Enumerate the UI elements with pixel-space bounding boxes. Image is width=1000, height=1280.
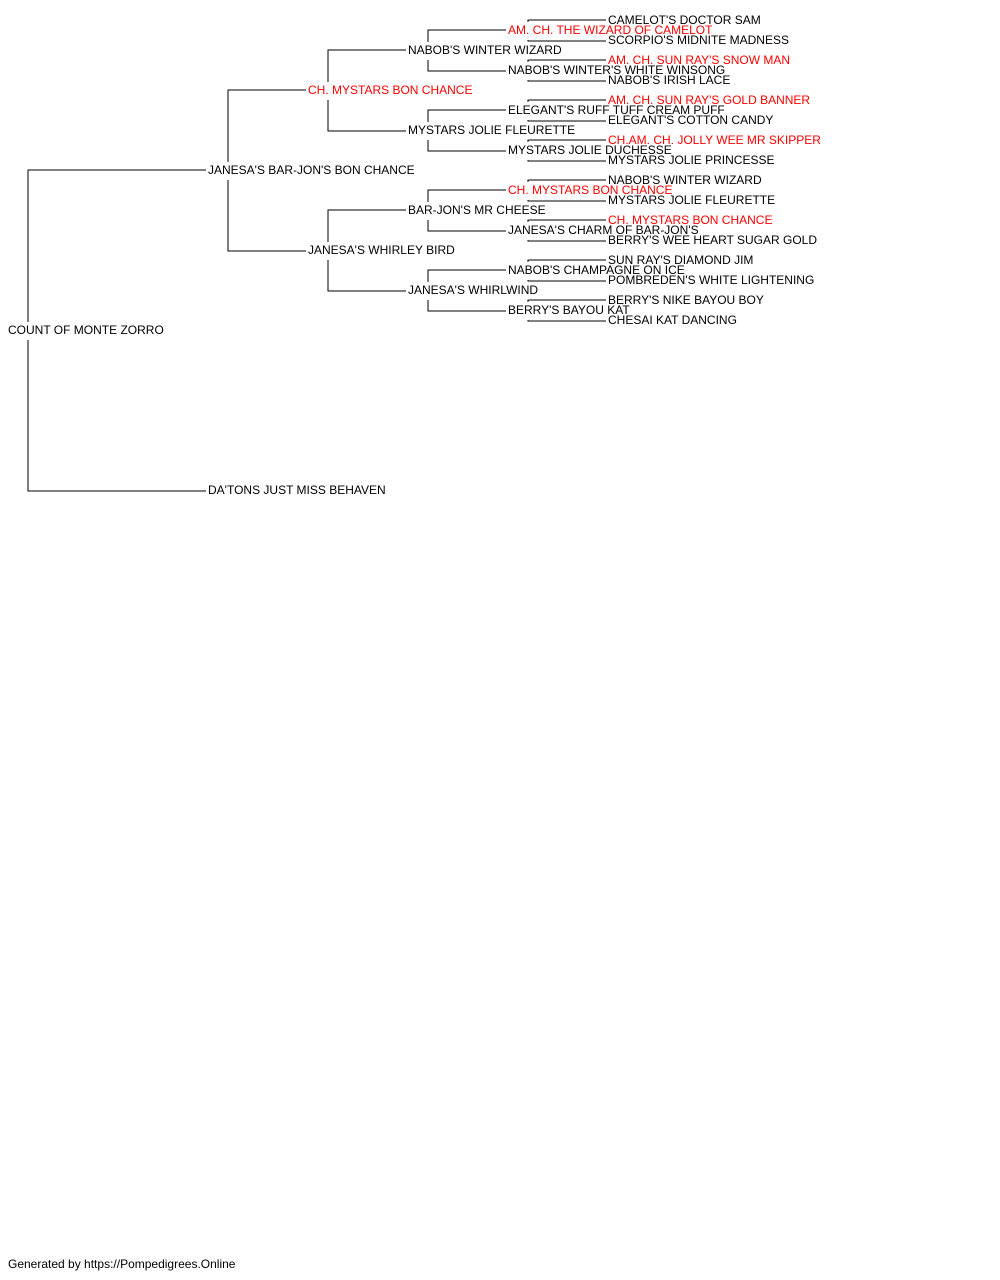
pedigree-connectors	[27, 19, 606, 492]
connector-root-s-d-d-s-sire	[527, 259, 606, 262]
connector-root-s-s-d-s-sire	[527, 99, 606, 102]
connector-root-s-d-dam	[327, 260, 406, 292]
connector-root-s-s-s-s-dam	[527, 40, 606, 42]
pedigree-name-root-s-d-d-d: BERRY'S BAYOU KAT	[508, 303, 630, 317]
connector-root-s-dam	[227, 180, 306, 252]
pedigree-name-root-s-d-s-s-d: MYSTARS JOLIE FLEURETTE	[608, 193, 775, 207]
connector-root-s-s-d-d-dam	[527, 160, 606, 162]
connector-root-s-s-s-d-sire	[527, 59, 606, 62]
connector-root-s-d-s-dam	[427, 220, 506, 232]
connector-root-s-s-d-sire	[427, 109, 506, 122]
pedigree-name-root: COUNT OF MONTE ZORRO	[8, 323, 164, 337]
pedigree-tree: COUNT OF MONTE ZORRO JANESA'S BAR-JON'S B…	[8, 13, 821, 497]
pedigree-name-root-s-d-s-d-d: BERRY'S WEE HEART SUGAR GOLD	[608, 233, 817, 247]
connector-root-s-d-s-s-sire	[527, 179, 606, 182]
pedigree-name-root-s-d-d-s: NABOB'S CHAMPAGNE ON ICE	[508, 263, 685, 277]
connector-root-s-d-d-dam	[427, 300, 506, 312]
connector-root-s-d-s-sire	[427, 189, 506, 202]
pedigree-name-root-s-d-s-s-s: NABOB'S WINTER WIZARD	[608, 173, 762, 187]
connector-root-s-d-sire	[327, 209, 406, 242]
connector-root-s-sire	[227, 89, 306, 162]
connector-root-s-s-d-s-dam	[527, 120, 606, 122]
pedigree-name-root-d: DA'TONS JUST MISS BEHAVEN	[208, 483, 386, 497]
pedigree-name-root-s-d-s-d-s: CH. MYSTARS BON CHANCE	[608, 213, 772, 227]
connector-root-s-s-d-dam	[427, 140, 506, 152]
connector-root-s-d-d-sire	[427, 269, 506, 282]
pedigree-name-root-s-s-d-s: ELEGANT'S RUFF TUFF CREAM PUFF	[508, 103, 725, 117]
pedigree-name-root-s-d-d-s-d: POMBREDEN'S WHITE LIGHTENING	[608, 273, 814, 287]
connector-root-s-s-s-s-sire	[527, 19, 606, 22]
pedigree-name-root-s-s-s-s-s: CAMELOT'S DOCTOR SAM	[608, 13, 761, 27]
pedigree-name-root-s: JANESA'S BAR-JON'S BON CHANCE	[208, 163, 415, 177]
connector-root-s-s-sire	[327, 49, 406, 82]
pedigree-name-root-s-s-d-d-d: MYSTARS JOLIE PRINCESSE	[608, 153, 774, 167]
pedigree-name-root-s-s-s-d-d: NABOB'S IRISH LACE	[608, 73, 730, 87]
pedigree-name-root-s-s: CH. MYSTARS BON CHANCE	[308, 83, 472, 97]
connector-root-s-s-s-dam	[427, 60, 506, 72]
connector-root-sire	[27, 169, 206, 322]
pedigree-name-root-s-d-s-s: CH. MYSTARS BON CHANCE	[508, 183, 672, 197]
connector-root-s-d-s-s-dam	[527, 200, 606, 202]
connector-root-s-s-s-sire	[427, 29, 506, 42]
pedigree-name-root-s-s-s-s: AM. CH. THE WIZARD OF CAMELOT	[508, 23, 713, 37]
pedigree-name-root-s-s-d: MYSTARS JOLIE FLEURETTE	[408, 123, 575, 137]
pedigree-name-root-s-d-s: BAR-JON'S MR CHEESE	[408, 203, 546, 217]
pedigree-labels: COUNT OF MONTE ZORRO JANESA'S BAR-JON'S B…	[8, 13, 821, 497]
pedigree-name-root-s-s-s-s-d: SCORPIO'S MIDNITE MADNESS	[608, 33, 789, 47]
connector-root-s-d-d-d-dam	[527, 320, 606, 322]
connector-root-s-d-s-d-dam	[527, 240, 606, 242]
connector-root-s-d-d-d-sire	[527, 299, 606, 302]
pedigree-name-root-s-d: JANESA'S WHIRLEY BIRD	[308, 243, 455, 257]
pedigree-name-root-s-s-s-d: NABOB'S WINTER'S WHITE WINSONG	[508, 63, 725, 77]
connector-root-dam	[27, 340, 206, 492]
connector-root-s-s-dam	[327, 100, 406, 132]
pedigree-name-root-s-d-d: JANESA'S WHIRLWIND	[408, 283, 538, 297]
pedigree-name-root-s-s-d-d-s: CH.AM. CH. JOLLY WEE MR SKIPPER	[608, 133, 821, 147]
pedigree-name-root-s-d-d-d-s: BERRY'S NIKE BAYOU BOY	[608, 293, 764, 307]
pedigree-name-root-s-d-s-d: JANESA'S CHARM OF BAR-JON'S	[508, 223, 699, 237]
footer-credit: Generated by https://Pompedigrees.Online	[8, 1257, 236, 1271]
pedigree-name-root-s-s-d-s-s: AM. CH. SUN RAY'S GOLD BANNER	[608, 93, 810, 107]
pedigree-name-root-s-d-d-d-d: CHESAI KAT DANCING	[608, 313, 737, 327]
connector-root-s-s-d-d-sire	[527, 139, 606, 142]
pedigree-name-root-s-s-s-d-s: AM. CH. SUN RAY'S SNOW MAN	[608, 53, 790, 67]
pedigree-name-root-s-s-d-s-d: ELEGANT'S COTTON CANDY	[608, 113, 773, 127]
pedigree-name-root-s-s-s: NABOB'S WINTER WIZARD	[408, 43, 562, 57]
pedigree-name-root-s-d-d-s-s: SUN RAY'S DIAMOND JIM	[608, 253, 753, 267]
connector-root-s-d-s-d-sire	[527, 219, 606, 222]
connector-root-s-s-s-d-dam	[527, 80, 606, 82]
pedigree-name-root-s-s-d-d: MYSTARS JOLIE DUCHESSE	[508, 143, 672, 157]
connector-root-s-d-d-s-dam	[527, 280, 606, 282]
